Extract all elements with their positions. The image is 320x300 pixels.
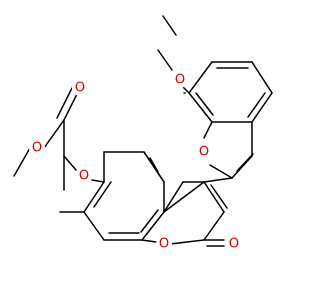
bond-c7a-c7 <box>188 92 213 123</box>
atom-o-furan: O <box>196 144 212 160</box>
bond-c7-c8 <box>83 211 105 241</box>
bond-c4-c3a-inner <box>247 92 266 118</box>
bond-c5-c4a <box>143 151 165 183</box>
bond-c2-coumarin-c4 <box>203 177 233 183</box>
bond-o-methoxy-ch3 <box>157 49 173 71</box>
svg-text:O: O <box>199 145 209 160</box>
atom-o-lactone-carbonyl: O <box>226 236 242 252</box>
bond-o-ester-methyl <box>13 147 31 177</box>
bond-o1-c8a <box>141 239 157 243</box>
bond-c5-c4 <box>251 61 273 94</box>
bond-c7-c6 <box>188 61 213 94</box>
bond-c8a-c4a-inner <box>140 209 159 233</box>
atom-o-pyranone-ring: O <box>156 236 172 252</box>
molecule-structure: O O O O O O O <box>13 15 273 252</box>
bond-c7a-o1 <box>203 121 213 139</box>
bond-c2-c3-inner <box>236 153 254 172</box>
bond-c4-c3-inner <box>210 184 228 209</box>
bond-methyl-methoxy <box>162 15 177 36</box>
bond-c4-c3a <box>251 92 273 123</box>
bond-c-ester-o <box>43 119 65 149</box>
svg-text:O: O <box>159 237 169 252</box>
bond-c4a-c4 <box>163 181 205 213</box>
atom-o-ester: O <box>29 140 45 156</box>
atom-o-ester-carbonyl: O <box>72 80 88 96</box>
bond-c3-c2 <box>203 211 225 241</box>
bond-c8a-c4a <box>141 211 165 241</box>
svg-text:O: O <box>32 141 42 156</box>
svg-text:O: O <box>75 81 85 96</box>
atom-o-methoxy: O <box>172 72 188 88</box>
bond-o1-c2 <box>209 164 233 179</box>
bond-c7a-c7-inner <box>195 92 214 116</box>
bond-c6-c7 <box>83 181 105 213</box>
svg-text:O: O <box>229 237 239 252</box>
svg-text:O: O <box>79 169 89 184</box>
bond-c6-o-ether <box>91 179 105 183</box>
bond-c4-c3 <box>203 181 225 213</box>
bond-o-methoxy-c7 <box>182 86 190 94</box>
atom-o-ether: O <box>76 168 92 184</box>
bond-c2-o1 <box>169 239 205 245</box>
bond-c6-c7-inner <box>93 181 112 208</box>
bond-c-carbonyl-o-double <box>56 87 73 119</box>
bond-o-ether-ch <box>63 155 77 171</box>
bond-c4a-c4-side <box>163 181 184 213</box>
svg-text:O: O <box>175 73 185 88</box>
